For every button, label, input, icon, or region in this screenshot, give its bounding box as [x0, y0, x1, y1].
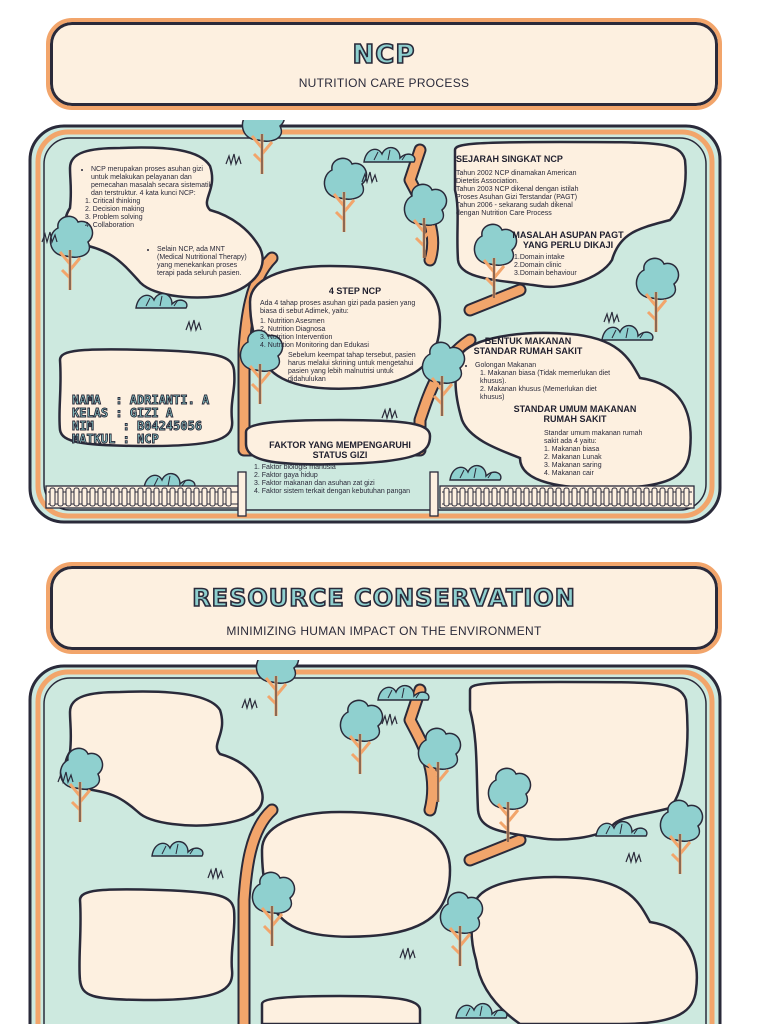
identity-nim: NIM : B04245056 — [72, 419, 203, 433]
standar-text: Standar umum makanan rumah sakit ada 4 y… — [544, 430, 648, 478]
resource-title: RESOURCE CONSERVATION — [191, 583, 576, 613]
step-note: Sebelum keempat tahap tersebut, pasien h… — [288, 352, 416, 383]
masalah-item: 1.Domain intake — [514, 254, 565, 261]
standar-item: 4. Makanan cair — [544, 470, 594, 477]
ncp-banner: NCP NUTRITION CARE PROCESS — [46, 18, 722, 110]
ncp-intro: NCP merupakan proses asuhan gizi untuk m… — [80, 166, 218, 230]
standar-item: 1. Makanan biasa — [544, 446, 600, 453]
sejarah-line: Tahun 2002 NCP dinamakan American Dietet… — [456, 170, 577, 185]
sejarah-line: Tahun 2006 - sekarang sudah dikenal deng… — [456, 202, 573, 217]
faktor-heading: FAKTOR YANG MEMPENGARUHI STATUS GIZI — [269, 440, 411, 460]
faktor-list: 1. Faktor biologis manusia 2. Faktor gay… — [254, 464, 424, 496]
ncp-mnt-note: Selain NCP, ada MNT (Medical Nutritional… — [146, 246, 250, 278]
bentuk-heading: BENTUK MAKANAN STANDAR RUMAH SAKIT — [473, 336, 583, 356]
keyword-item: 3. Problem solving — [85, 214, 143, 221]
standar-item: 2. Makanan Lunak — [544, 454, 602, 461]
bentuk-item: 1. Makanan biasa (Tidak memerlukan diet … — [480, 370, 611, 385]
faktor-item: 3. Faktor makanan dan asuhan zat gizi — [254, 480, 375, 487]
keyword-item: 4. Collaboration — [85, 222, 135, 229]
faktor-item: 1. Faktor biologis manusia — [254, 464, 336, 471]
standar-heading: STANDAR UMUM MAKANAN RUMAH SAKIT — [513, 404, 637, 424]
masalah-item: 3.Domain behaviour — [514, 270, 577, 277]
standar-item: 3. Makanan saring — [544, 462, 602, 469]
step-item: 3. Nutrition Intervention — [260, 334, 333, 341]
masalah-item: 2.Domain clinic — [514, 262, 562, 269]
resource-banner: RESOURCE CONSERVATION MINIMIZING HUMAN I… — [46, 562, 722, 654]
resource-subtitle: MINIMIZING HUMAN IMPACT ON THE ENVIRONME… — [226, 624, 542, 638]
step-heading: 4 STEP NCP — [328, 286, 382, 296]
sejarah-heading: SEJARAH SINGKAT NCP — [456, 154, 563, 164]
faktor-item: 2. Faktor gaya hidup — [254, 472, 318, 479]
ncp-title: NCP — [352, 39, 416, 71]
identity-kelas: KELAS : GIZI A — [72, 406, 174, 420]
bentuk-bullet: Golongan Makanan — [475, 362, 616, 370]
step-list: 1. Nutrition Asesmen 2. Nutrition Diagno… — [260, 318, 420, 350]
resource-map-board — [28, 660, 722, 1024]
keyword-item: 2. Decision making — [85, 206, 145, 213]
step-item: 2. Nutrition Diagnosa — [260, 326, 326, 333]
sejarah-text: Tahun 2002 NCP dinamakan American Dietet… — [456, 170, 596, 218]
bentuk-item: 2. Makanan khusus (Memerlukan diet khusu… — [480, 386, 597, 401]
masalah-heading: MASALAH ASUPAN PAGT YANG PERLU DIKAJI — [512, 230, 624, 250]
student-identity: NAMA : ADRIANTI. A KELAS : GIZI A NIM : … — [72, 393, 210, 446]
step-item: 1. Nutrition Asesmen — [260, 318, 325, 325]
identity-nama: NAMA : ADRIANTI. A — [72, 393, 210, 407]
ncp-subtitle: NUTRITION CARE PROCESS — [298, 76, 470, 90]
ncp-mnt-text: Selain NCP, ada MNT (Medical Nutritional… — [157, 246, 250, 278]
ncp-intro-bullet1: NCP merupakan proses asuhan gizi untuk m… — [91, 166, 218, 198]
ncp-map-board — [28, 120, 722, 524]
step-item: 4. Nutrition Monitoring dan Edukasi — [260, 342, 369, 349]
standar-intro: Standar umum makanan rumah sakit ada 4 y… — [544, 430, 643, 445]
step-intro: Ada 4 tahap proses asuhan gizi pada pasi… — [260, 300, 416, 315]
masalah-list: 1.Domain intake 2.Domain clinic 3.Domain… — [514, 254, 614, 278]
ncp-keywords: 1. Critical thinking 2. Decision making … — [80, 198, 218, 230]
bentuk-text: Golongan Makanan 1. Makanan biasa (Tidak… — [464, 362, 616, 402]
identity-matkul: MATKUL : NCP — [72, 432, 160, 446]
keyword-item: 1. Critical thinking — [85, 198, 141, 205]
sejarah-line: Tahun 2003 NCP dikenal dengan istilah Pr… — [456, 186, 579, 201]
faktor-item: 4. Faktor sistem terkait dengan kebutuha… — [254, 488, 411, 495]
